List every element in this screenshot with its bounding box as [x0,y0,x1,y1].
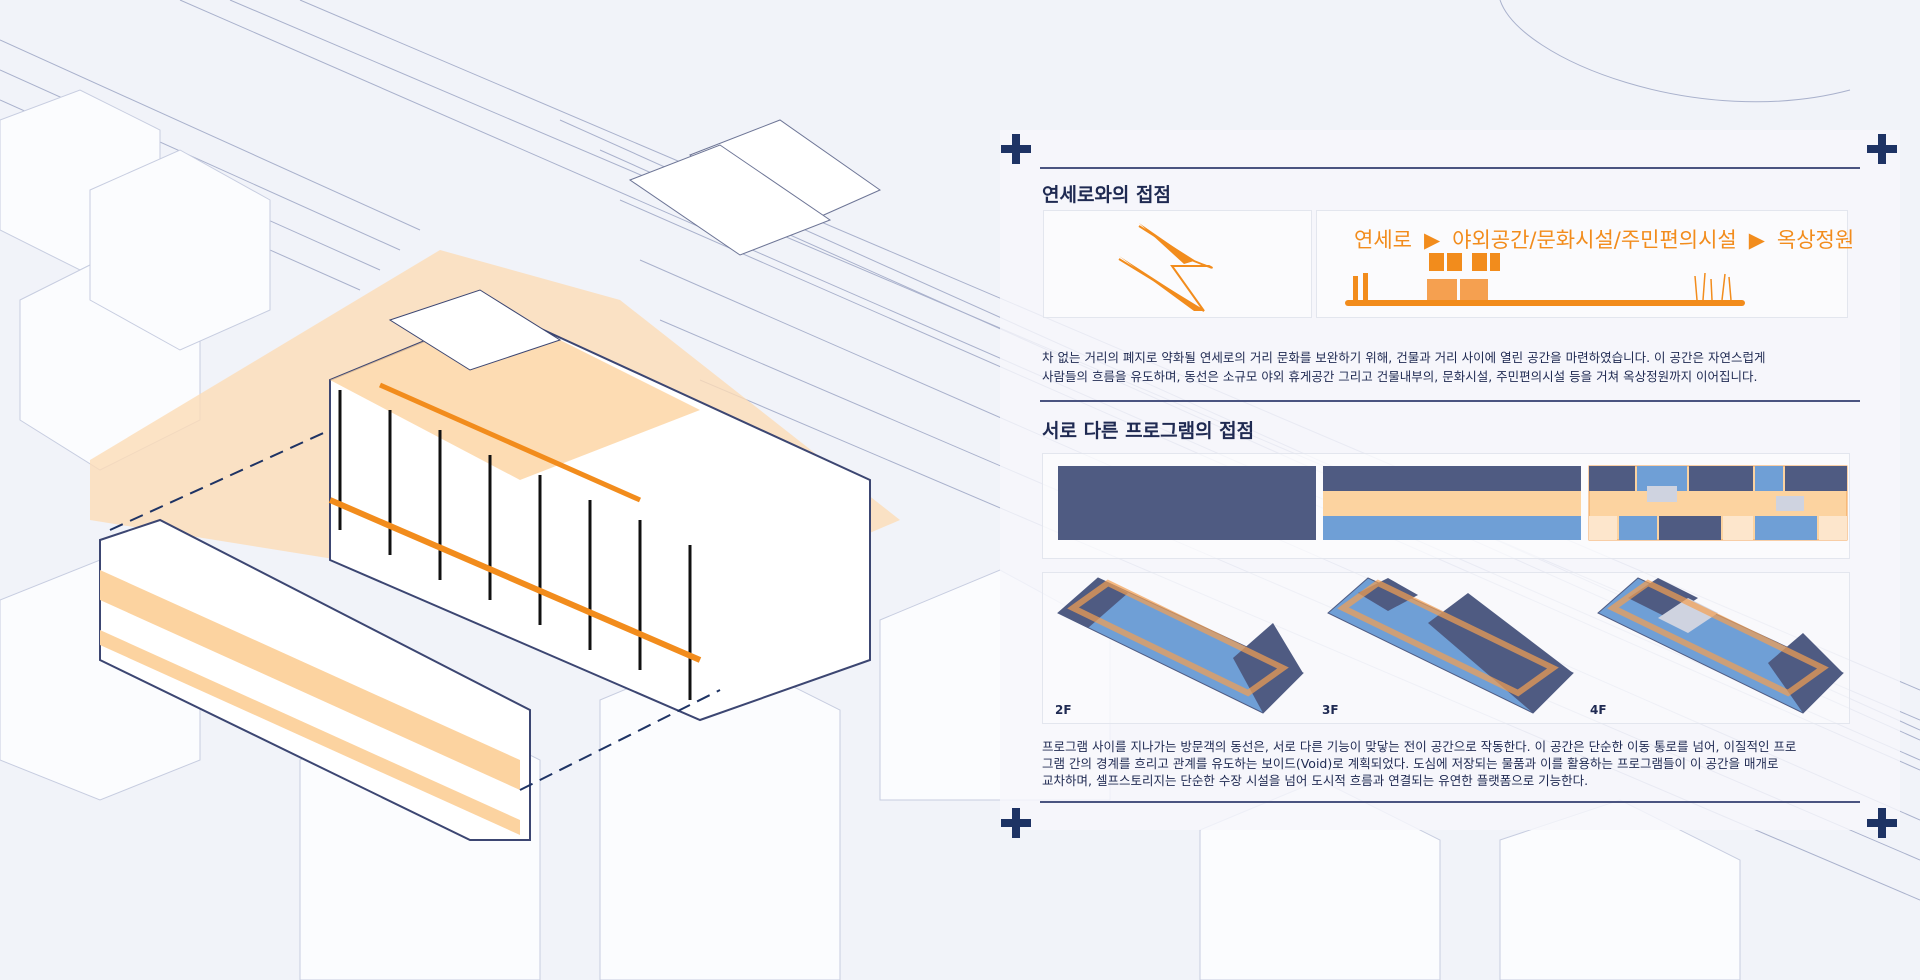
zigzag-path-icon [1118,223,1213,312]
section2-title: 서로 다른 프로그램의 접점 [1042,420,1255,442]
program-blocks [1058,465,1848,541]
flow-step: 야외공간/문화시설/주민편의시설 [1452,228,1737,252]
paragraph-line: 차 없는 거리의 폐지로 약화될 연세로의 거리 문화를 보완하기 위해, 건물… [1042,350,1766,365]
flow-sequence: 연세로 ▶ 야외공간/문화시설/주민편의시설 ▶ 옥상정원 [1348,224,1860,254]
paragraph-line: 교차하며, 셀프스토리지는 단순한 수장 시설을 넘어 도시적 흐름과 연결되는… [1042,773,1589,788]
arrow-right-icon: ▶ [1423,228,1441,252]
floor-label-4f: 4F [1590,703,1607,717]
paragraph-line: 프로그램 사이를 지나가는 방문객의 동선은, 서로 다른 기능이 맞닿는 전이… [1042,739,1797,754]
flow-step: 연세로 [1354,228,1412,252]
paragraph-line: 그램 간의 경계를 흐리고 관계를 유도하는 보이드(Void)로 계획되었다.… [1042,756,1779,771]
plus-mark-icon [1867,134,1897,164]
section2-paragraph: 프로그램 사이를 지나가는 방문객의 동선은, 서로 다른 기능이 맞닿는 전이… [1042,738,1862,789]
program-diagrams [1042,453,1850,559]
section1-title: 연세로와의 접점 [1042,184,1171,206]
low-building [99,518,531,841]
street-section-illustration [1345,253,1745,306]
plus-mark-icon [1001,134,1031,164]
train [628,119,882,256]
floor-label-3f: 3F [1322,703,1339,717]
floor-plans [1057,577,1844,714]
divider [1040,400,1860,402]
plus-mark-icon [1867,808,1897,838]
flow-sequence-diagram [1316,210,1848,318]
floor-axonometrics [1042,572,1850,724]
flow-step: 옥상정원 [1776,228,1855,252]
main-building [328,289,871,722]
section1-paragraph: 차 없는 거리의 폐지로 약화될 연세로의 거리 문화를 보완하기 위해, 건물… [1042,348,1862,386]
divider [1040,167,1860,169]
floor-label-2f: 2F [1055,703,1072,717]
divider [1040,801,1860,803]
plus-mark-icon [1001,808,1031,838]
arrow-right-icon: ▶ [1748,228,1765,252]
flow-line-diagram [1043,210,1312,318]
paragraph-line: 사람들의 흐름을 유도하며, 동선은 소규모 야외 휴게공간 그리고 건물내부의… [1042,369,1758,384]
